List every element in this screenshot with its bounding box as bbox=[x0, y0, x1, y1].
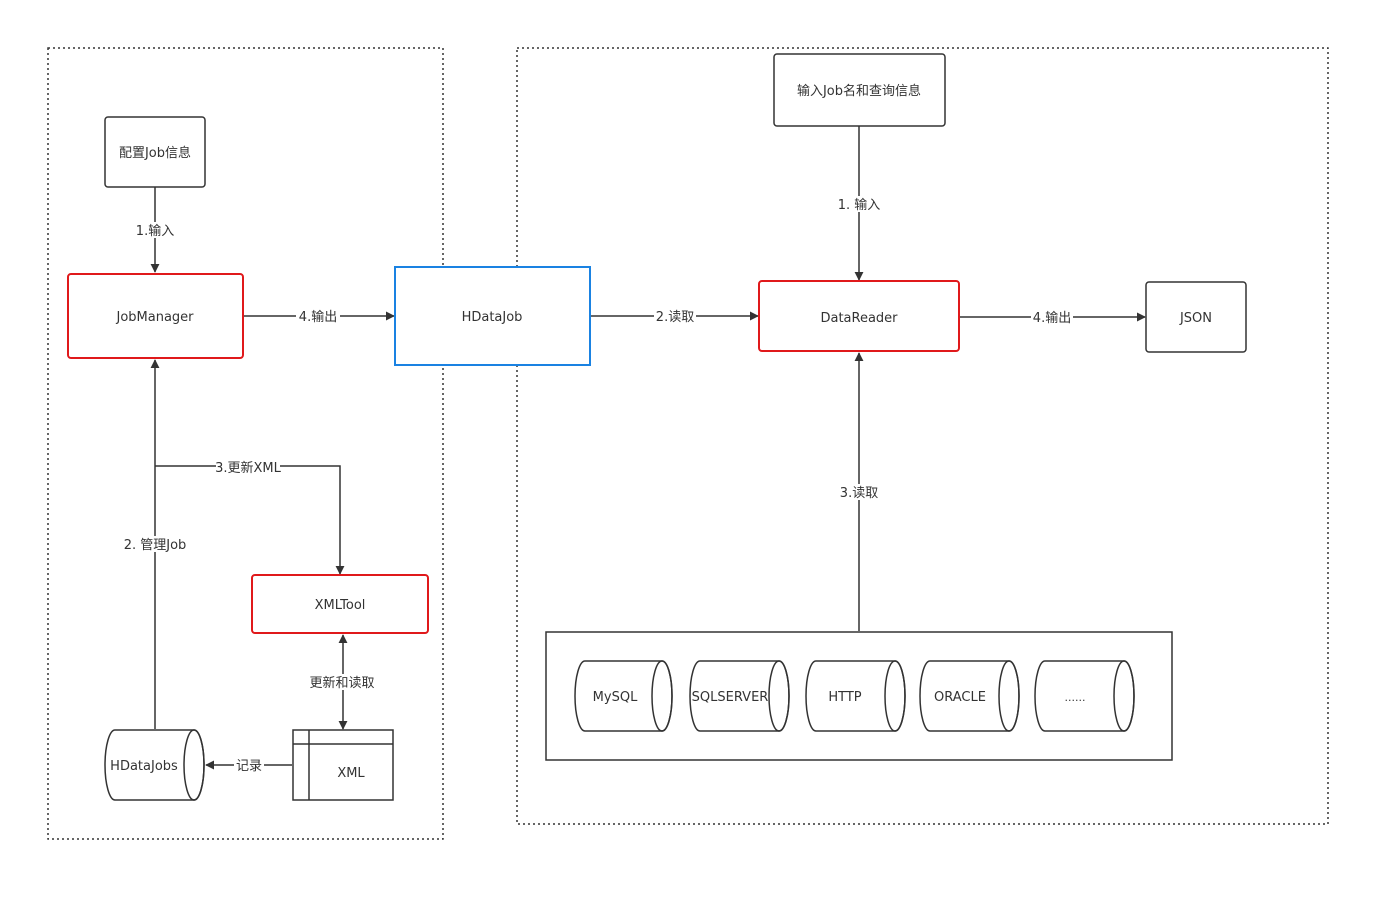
node-job-manager-label: JobManager bbox=[115, 310, 194, 325]
edge-label-read-3: 3.读取 bbox=[840, 486, 878, 501]
node-hdatajob[interactable]: HDataJob bbox=[394, 266, 591, 366]
edge-label-update-xml-3: 3.更新XML bbox=[215, 460, 282, 476]
node-config-job-info-label: 配置Job信息 bbox=[119, 145, 191, 161]
edge-label-manage-job-2: 2. 管理Job bbox=[124, 538, 187, 553]
node-input-job-query[interactable]: 输入Job名和查询信息 bbox=[773, 53, 946, 127]
edge-label-bg bbox=[838, 484, 880, 500]
edge-label-output-4-left: 4.输出 bbox=[299, 309, 337, 325]
edge-label-bg bbox=[308, 674, 376, 690]
edge-label-bg bbox=[654, 308, 696, 324]
edge-label-bg bbox=[1031, 309, 1073, 325]
source-more-label: ...... bbox=[1065, 691, 1086, 704]
node-hdatajob-label: HDataJob bbox=[462, 310, 523, 325]
edge-jobmanager-to-xmltool bbox=[155, 465, 345, 575]
left-group-container bbox=[47, 47, 444, 840]
source-mysql-database[interactable]: MySQL bbox=[574, 660, 673, 732]
node-hdatajobs-database[interactable]: HDataJobs bbox=[104, 729, 205, 801]
source-sqlserver-database[interactable]: SQLSERVER bbox=[689, 660, 790, 732]
edge-label-read-2: 2.读取 bbox=[656, 310, 694, 325]
edge-label-input-1-right: 1. 输入 bbox=[838, 197, 881, 213]
right-group-container bbox=[516, 47, 1329, 825]
edge-label-record: 记录 bbox=[236, 759, 262, 774]
edge-label-bg bbox=[234, 757, 264, 773]
node-xml-tool-label: XMLTool bbox=[315, 598, 366, 613]
edge-label-update-and-read: 更新和读取 bbox=[309, 675, 374, 691]
source-http-label: HTTP bbox=[828, 690, 861, 705]
source-http-database[interactable]: HTTP bbox=[805, 660, 906, 732]
node-data-reader[interactable]: DataReader bbox=[758, 280, 960, 352]
source-more-database[interactable]: ...... bbox=[1034, 660, 1135, 732]
node-hdatajobs-label: HDataJobs bbox=[110, 759, 178, 774]
node-job-manager[interactable]: JobManager bbox=[67, 273, 244, 359]
node-input-job-query-label: 输入Job名和查询信息 bbox=[797, 83, 921, 99]
source-oracle-database[interactable]: ORACLE bbox=[919, 660, 1020, 732]
node-json-output[interactable]: JSON bbox=[1145, 281, 1247, 353]
source-oracle-label: ORACLE bbox=[934, 690, 986, 705]
node-json-label: JSON bbox=[1179, 311, 1212, 326]
node-xml-document[interactable]: XML bbox=[292, 729, 394, 801]
node-data-reader-label: DataReader bbox=[820, 311, 898, 326]
edge-label-bg bbox=[134, 222, 178, 238]
node-config-job-info[interactable]: 配置Job信息 bbox=[104, 116, 206, 188]
edge-label-bg bbox=[216, 459, 280, 475]
source-mysql-label: MySQL bbox=[593, 690, 638, 705]
edge-label-output-4-right: 4.输出 bbox=[1033, 310, 1071, 326]
edge-label-bg bbox=[836, 196, 882, 212]
node-xml-label: XML bbox=[337, 766, 365, 781]
node-xml-tool[interactable]: XMLTool bbox=[251, 574, 429, 634]
edge-label-bg bbox=[120, 536, 190, 552]
source-sqlserver-label: SQLSERVER bbox=[692, 690, 769, 705]
edge-label-input-1: 1.输入 bbox=[136, 223, 174, 239]
edge-label-bg bbox=[296, 308, 340, 324]
